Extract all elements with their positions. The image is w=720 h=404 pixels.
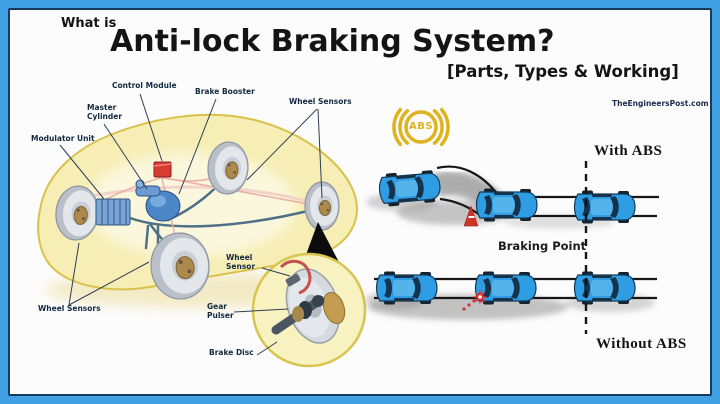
watermark: TheEngineersPost.com <box>612 99 709 108</box>
with-abs-scenario <box>377 165 659 227</box>
title-prefix: What is <box>61 16 117 31</box>
without-abs-car-2 <box>474 270 537 306</box>
skid-collision-icon <box>462 289 488 311</box>
label-modulator-unit: Modulator Unit <box>31 134 95 143</box>
car-cutaway-illustration <box>37 93 367 368</box>
wheel-rear-left <box>55 185 99 241</box>
label-gear-pulser: Gear Pulser <box>207 302 234 320</box>
label-control-module: Control Module <box>112 81 177 90</box>
label-brake-disc: Brake Disc <box>209 348 254 357</box>
label-leader-lines <box>59 93 323 356</box>
without-abs-label: Without ABS <box>596 336 687 352</box>
wheel-rear-right <box>207 141 249 195</box>
label-brake-booster: Brake Booster <box>195 87 255 96</box>
brake-disc-inset <box>251 252 367 368</box>
master-cylinder-part <box>135 179 161 197</box>
without-abs-car-1 <box>375 270 438 306</box>
without-abs-car-3 <box>573 270 636 306</box>
abs-comparison <box>365 107 659 334</box>
page-title: Anti-lock Braking System? <box>110 24 555 59</box>
control-module-part <box>153 161 172 178</box>
modulator-unit-part <box>95 198 131 226</box>
without-abs-scenario <box>374 270 657 311</box>
with-abs-car-3 <box>573 189 636 225</box>
with-abs-label: With ABS <box>594 143 663 159</box>
label-wheel-sensors-top: Wheel Sensors <box>289 97 352 106</box>
braking-point-label: Braking Point <box>498 239 587 253</box>
with-abs-car-1 <box>377 168 442 208</box>
brake-booster-part <box>145 190 181 222</box>
wheel-front-right <box>304 181 340 231</box>
traffic-cone <box>463 205 479 227</box>
with-abs-car-2 <box>475 187 538 223</box>
abs-warning-icon <box>392 107 450 147</box>
label-wheel-sensors-bottom: Wheel Sensors <box>38 304 101 313</box>
label-master-cylinder: Master Cylinder <box>87 103 123 121</box>
abs-badge-label: ABS <box>408 121 434 132</box>
wheel-front-left <box>150 232 210 300</box>
page-subtitle: [Parts, Types & Working] <box>447 62 679 81</box>
label-wheel-sensor: Wheel Sensor <box>226 253 256 271</box>
